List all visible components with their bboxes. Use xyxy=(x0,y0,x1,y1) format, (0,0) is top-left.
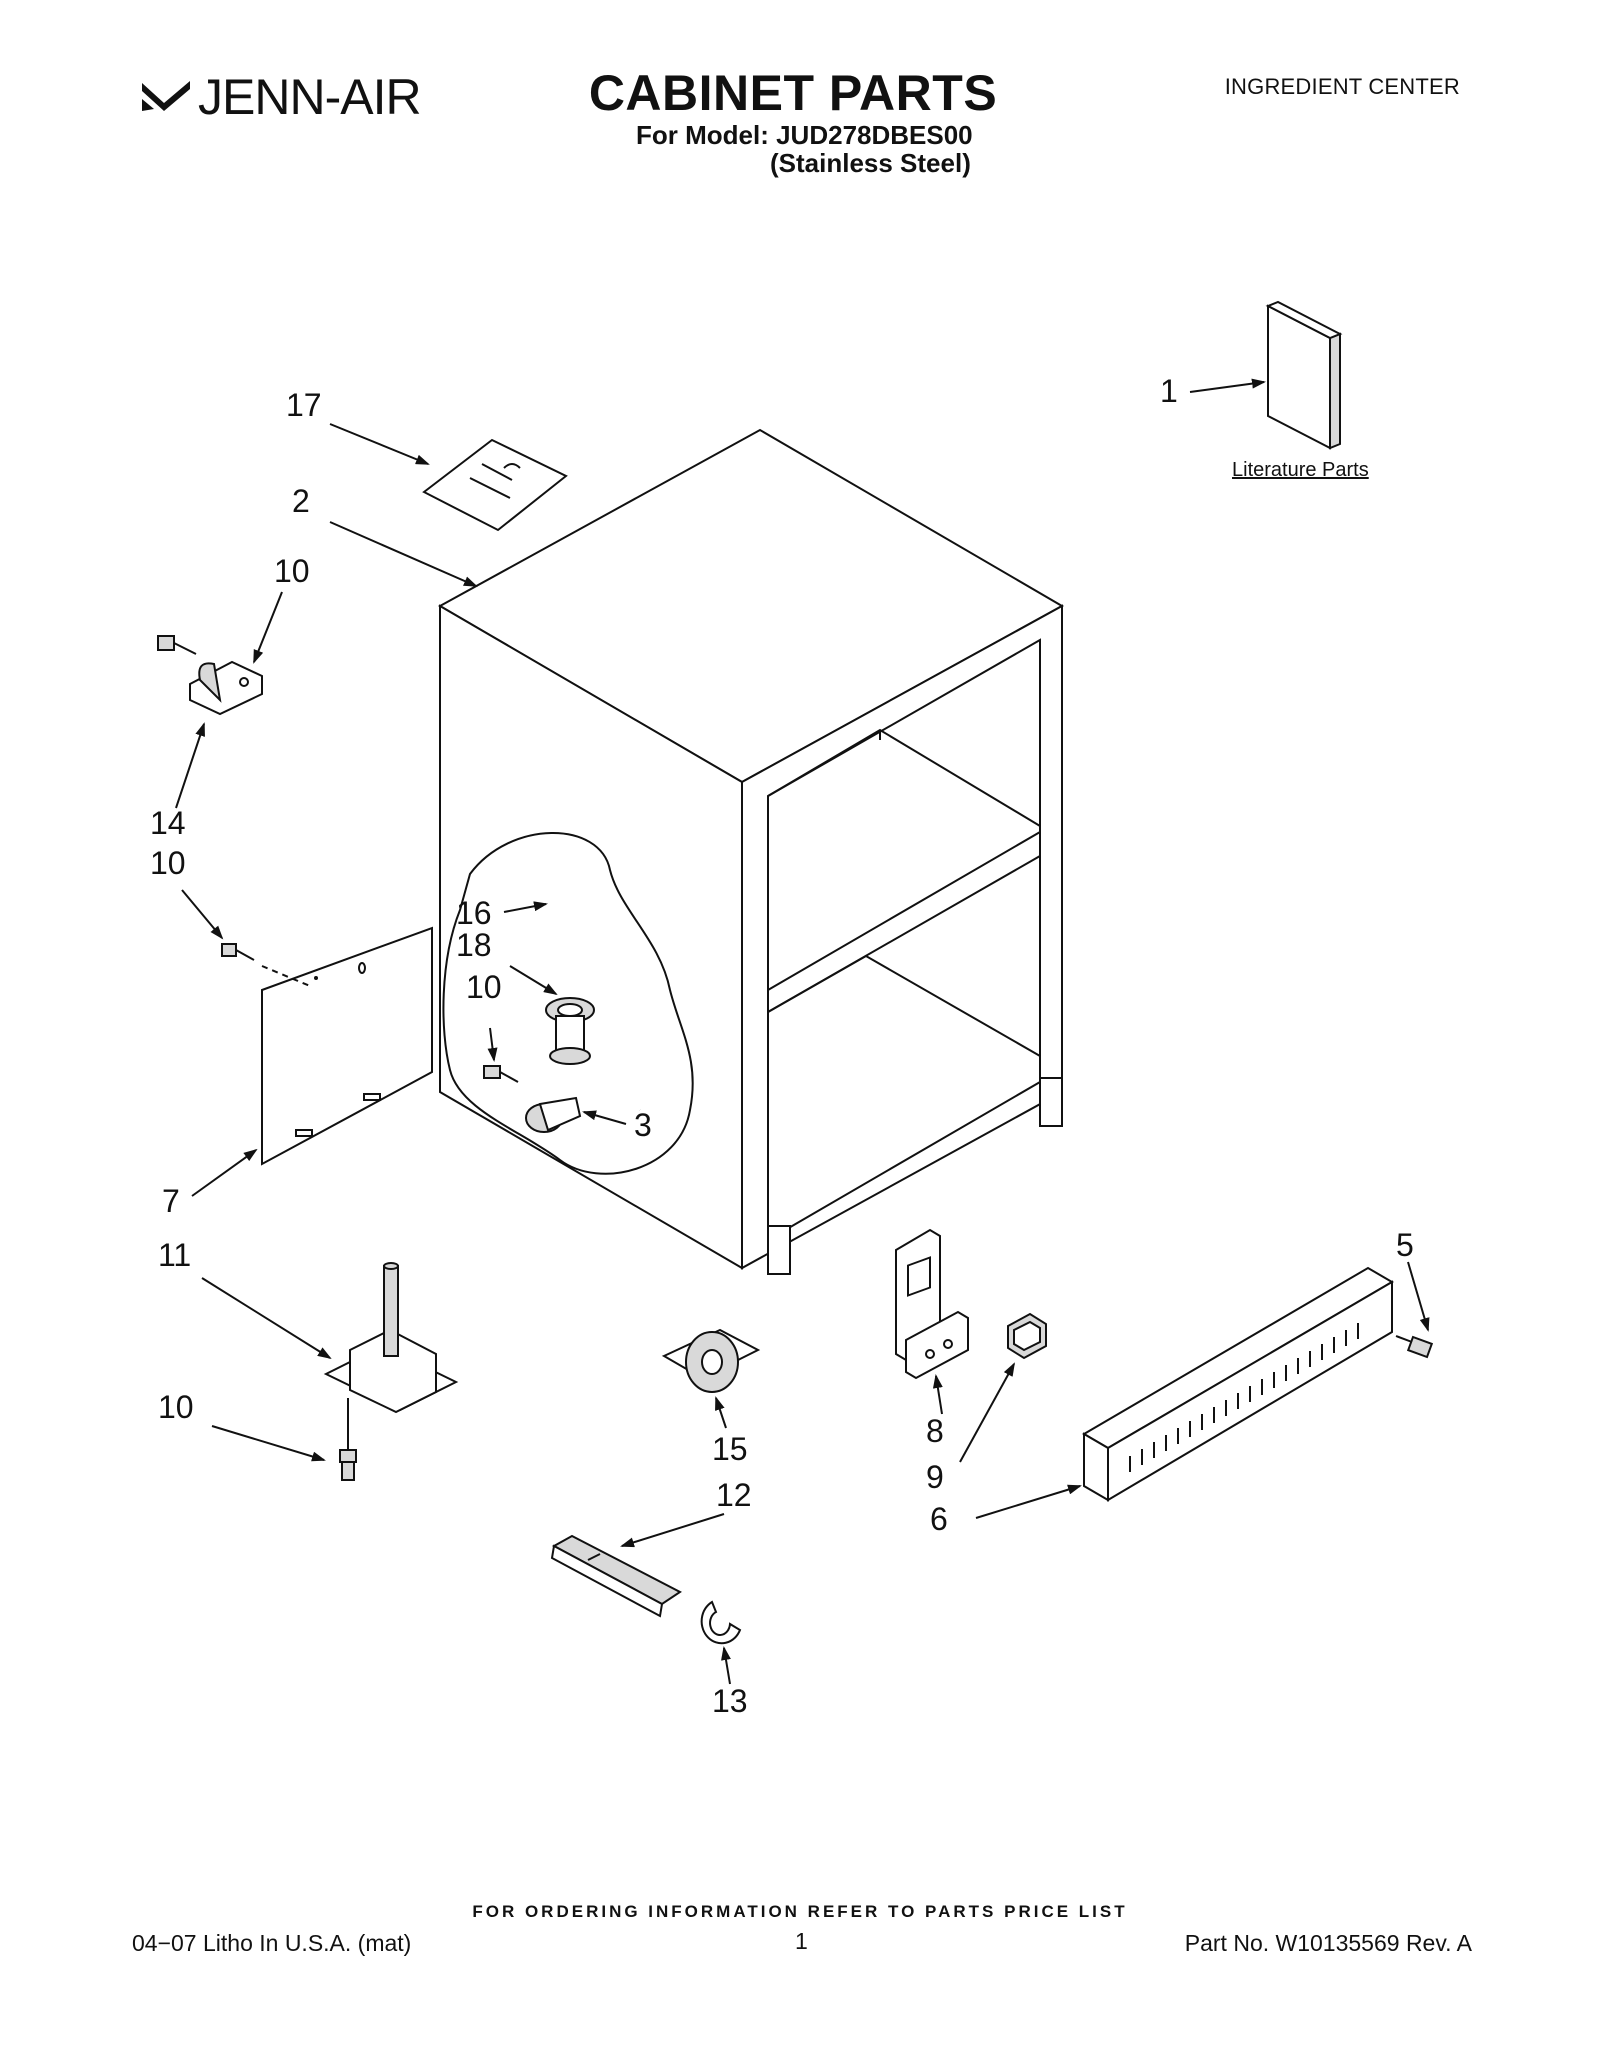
leader-12 xyxy=(620,1513,725,1548)
leader-10-leg xyxy=(211,1425,326,1462)
callout-13: 13 xyxy=(712,1683,748,1719)
leader-8 xyxy=(932,1374,943,1415)
leader-6 xyxy=(975,1484,1082,1519)
leader-13 xyxy=(721,1646,731,1685)
callout-9: 9 xyxy=(926,1459,944,1495)
model-line: For Model: JUD278DBES00 xyxy=(636,120,973,150)
literature-parts-label: Literature Parts xyxy=(1232,459,1369,481)
caster-wheel xyxy=(661,1328,761,1393)
callout-10-bubble: 10 xyxy=(466,969,502,1005)
drain-grommet xyxy=(545,997,595,1065)
literature-booklet xyxy=(1265,300,1343,450)
jenn-air-swoosh-icon xyxy=(142,81,190,111)
leader-15 xyxy=(715,1396,727,1429)
rocker-switch xyxy=(1007,1312,1047,1360)
detail-callout-bubble xyxy=(442,832,694,1175)
tube-clamp xyxy=(525,1096,582,1133)
screw-bubble xyxy=(483,1065,519,1083)
callout-17: 17 xyxy=(286,387,322,423)
callout-2: 2 xyxy=(292,483,310,519)
leader-16 xyxy=(503,901,548,913)
callout-10-leg: 10 xyxy=(158,1389,194,1425)
leader-5 xyxy=(1407,1261,1430,1332)
callout-14: 14 xyxy=(150,805,186,841)
brand-name: JENN-AIR xyxy=(198,69,422,125)
page-title: CABINET PARTS xyxy=(588,65,998,121)
panel-screw xyxy=(221,943,311,987)
product-category: INGREDIENT CENTER xyxy=(1224,74,1460,99)
callout-6: 6 xyxy=(930,1501,948,1537)
leader-14 xyxy=(175,722,205,809)
callout-3: 3 xyxy=(634,1107,652,1143)
toe-grille xyxy=(1082,1266,1394,1502)
callout-10-panel: 10 xyxy=(150,845,186,881)
leader-10-hinge xyxy=(253,591,283,664)
leader-9 xyxy=(959,1362,1015,1463)
mounting-bracket xyxy=(895,1228,969,1380)
e-clip xyxy=(700,1600,742,1645)
callout-11: 11 xyxy=(158,1237,191,1273)
callout-10-hinge: 10 xyxy=(274,553,310,589)
ordering-note: FOR ORDERING INFORMATION REFER TO PARTS … xyxy=(472,1902,1128,1921)
litho-info: 04−07 Litho In U.S.A. (mat) xyxy=(132,1930,412,1956)
callout-12: 12 xyxy=(716,1477,752,1513)
callout-15: 15 xyxy=(712,1431,748,1467)
callout-8: 8 xyxy=(926,1413,944,1449)
callout-16: 16 xyxy=(456,895,492,931)
page-number: 1 xyxy=(795,1928,808,1954)
grille-screw xyxy=(1395,1335,1434,1359)
leg-screw xyxy=(339,1398,357,1481)
callout-18: 18 xyxy=(456,927,492,963)
leveling-leg xyxy=(323,1262,459,1414)
hex-shaft xyxy=(550,1534,682,1618)
leader-1 xyxy=(1189,378,1266,393)
leader-7 xyxy=(191,1148,258,1197)
callout-7: 7 xyxy=(162,1183,180,1219)
grille-vents xyxy=(1129,1323,1359,1472)
brand-logo: JENN-AIR xyxy=(140,62,422,132)
leader-2 xyxy=(329,521,478,587)
leader-18 xyxy=(509,965,558,996)
leader-10-bubble xyxy=(487,1027,498,1062)
side-cover-panel xyxy=(261,926,433,1166)
finish-line: (Stainless Steel) xyxy=(770,148,971,178)
cabinet-body xyxy=(437,428,1065,1275)
part-number: Part No. W10135569 Rev. A xyxy=(1184,1930,1472,1956)
leader-10-panel xyxy=(181,889,224,940)
leader-17 xyxy=(329,423,430,465)
callout-1: 1 xyxy=(1160,373,1178,409)
hinge-bracket xyxy=(157,635,263,716)
callout-5: 5 xyxy=(1396,1227,1414,1263)
leader-11 xyxy=(201,1277,332,1360)
parts-bag xyxy=(422,438,568,532)
leader-3 xyxy=(582,1110,627,1125)
